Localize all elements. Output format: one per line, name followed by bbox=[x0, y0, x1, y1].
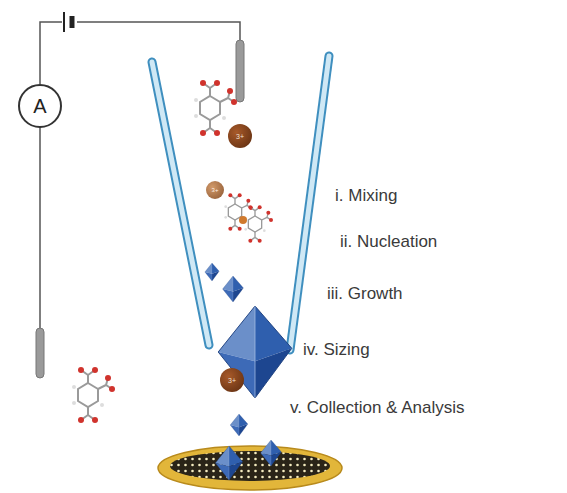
step-label: i. Mixing bbox=[335, 186, 397, 206]
ammeter-label: A bbox=[33, 95, 46, 118]
ion-circle: 3+ bbox=[228, 124, 252, 148]
ion-circle: 3+ bbox=[206, 181, 224, 199]
step-label: iv. Sizing bbox=[303, 340, 370, 360]
step-label: iii. Growth bbox=[327, 284, 403, 304]
step-label: v. Collection & Analysis bbox=[290, 398, 464, 418]
step-label: ii. Nucleation bbox=[340, 232, 437, 252]
ammeter-circle: A bbox=[18, 84, 62, 128]
ion-charge: 3+ bbox=[212, 187, 219, 193]
ion-circle: 3+ bbox=[220, 368, 244, 392]
ion-charge: 3+ bbox=[228, 377, 236, 384]
ion-charge: 3+ bbox=[236, 133, 244, 140]
